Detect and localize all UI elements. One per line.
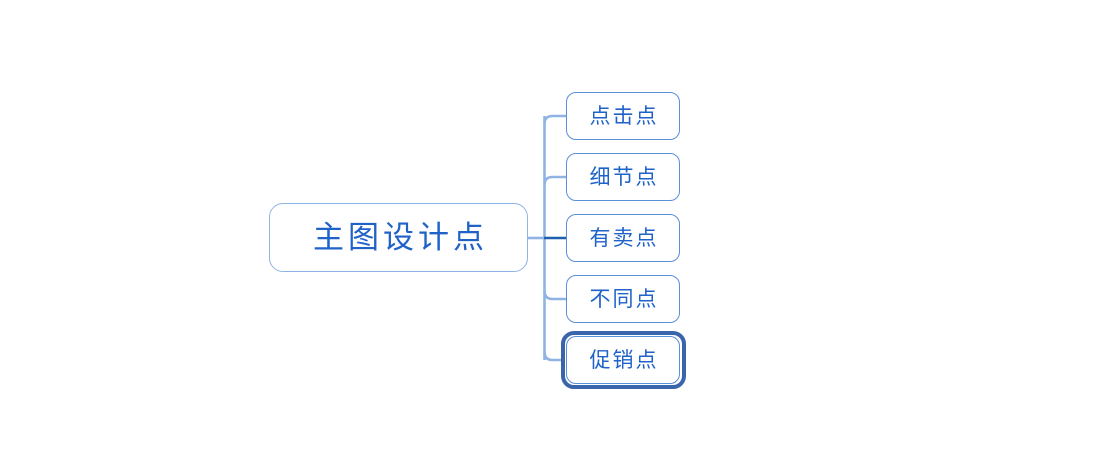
child-node-4-label: 不同点: [589, 286, 659, 311]
child-node-1-label: 点击点: [589, 103, 659, 128]
connector-branch-1: [543, 114, 566, 125]
root-node[interactable]: 主图设计点: [269, 203, 528, 272]
connector-branch-2: [543, 175, 566, 186]
child-node-2[interactable]: 细节点: [566, 153, 680, 201]
selection-frame: [561, 331, 686, 389]
root-node-label: 主图设计点: [313, 220, 488, 255]
child-node-3-label: 有卖点: [589, 225, 659, 250]
connector-branch-5: [543, 351, 561, 362]
child-node-1[interactable]: 点击点: [566, 92, 680, 140]
child-node-4[interactable]: 不同点: [566, 275, 680, 323]
connector-branch-4: [543, 290, 566, 301]
child-node-5[interactable]: 促销点: [566, 336, 680, 384]
child-node-2-label: 细节点: [589, 164, 659, 189]
child-node-5-label: 促销点: [589, 347, 659, 372]
child-node-3[interactable]: 有卖点: [566, 214, 680, 262]
